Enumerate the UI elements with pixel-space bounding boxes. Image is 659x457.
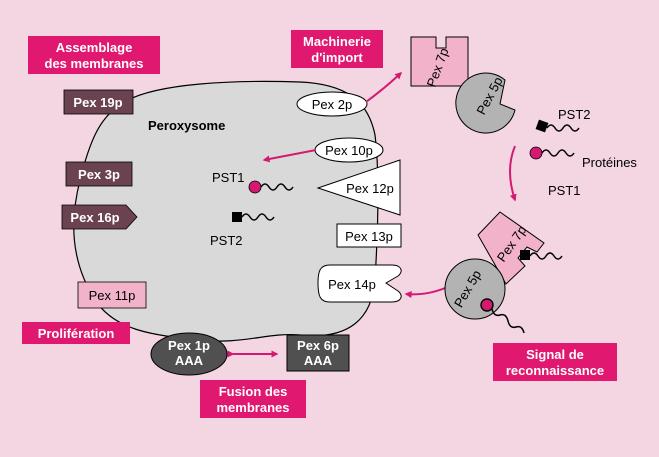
protein-chain-icon <box>241 213 275 221</box>
tag-pex16-label: Pex 16p <box>70 210 119 225</box>
protein-pex12: Pex 12p <box>316 159 401 216</box>
tag-pex19: Pex 19p <box>63 89 134 115</box>
pst1-circle-signal-icon <box>529 146 543 160</box>
label-machinerie-line1: Machinerie <box>303 34 371 49</box>
arrow-icon <box>509 145 517 202</box>
tag-pex3: Pex 3p <box>65 161 133 187</box>
pex1-line1: Pex 1p <box>168 338 210 353</box>
pex5-bottom: Pex 5p <box>444 258 506 320</box>
tag-pex19-label: Pex 19p <box>73 95 122 110</box>
label-signal: Signal de reconnaissance <box>493 343 617 381</box>
pst2-square-signal-icon <box>232 212 242 222</box>
pex6-line1: Pex 6p <box>297 338 339 353</box>
label-proliferation-text: Prolifération <box>38 326 115 341</box>
label-assemblage-line1: Assemblage <box>56 40 133 55</box>
arrow-icon <box>262 149 317 163</box>
label-signal-line1: Signal de <box>526 347 584 362</box>
pst1-label-cycle: PST1 <box>548 183 581 198</box>
pex6-line2: AAA <box>304 353 333 368</box>
label-proliferation: Prolifération <box>22 322 130 344</box>
pst2-label-inside: PST2 <box>210 233 243 248</box>
protein-pex12-label: Pex 12p <box>346 181 394 196</box>
pst2-square-signal-icon <box>520 250 530 260</box>
pst1-circle-signal-icon <box>248 180 262 194</box>
pst1-label-inside: PST1 <box>212 170 245 185</box>
protein-pex10-label: Pex 10p <box>325 143 373 158</box>
protein-pex13: Pex 13p <box>336 223 402 248</box>
tag-pex11-label: Pex 11p <box>89 288 136 303</box>
tag-pex16: Pex 16p <box>61 204 138 230</box>
label-fusion-line1: Fusion des <box>219 384 288 399</box>
pst2-square-signal-icon <box>535 119 549 133</box>
arrow-icon <box>404 285 451 298</box>
label-assemblage: Assemblage des membranes <box>28 36 160 74</box>
protein-pex14: Pex 14p <box>317 264 402 303</box>
pst2-label-cycle: PST2 <box>558 107 591 122</box>
protein-chain-icon <box>541 149 575 157</box>
pex1-line2: AAA <box>175 353 204 368</box>
protein-pex10: Pex 10p <box>314 137 384 163</box>
label-fusion-line2: membranes <box>217 400 290 415</box>
protein-chain-icon <box>529 252 563 260</box>
tag-pex3-label: Pex 3p <box>78 167 120 182</box>
pex7-top: Pex 7p <box>410 36 469 89</box>
protein-pex6-aaa: Pex 6p AAA <box>286 334 350 372</box>
protein-chain-icon <box>260 183 294 191</box>
protein-pex1-aaa: Pex 1p AAA <box>150 332 228 376</box>
label-fusion: Fusion des membranes <box>200 380 306 418</box>
protein-pex13-label: Pex 13p <box>345 229 393 244</box>
proteines-label: Protéines <box>582 155 637 170</box>
label-signal-line2: reconnaissance <box>506 363 604 378</box>
peroxysome-title: Peroxysome <box>148 118 225 133</box>
arrow-icon <box>365 72 403 103</box>
protein-pex14-label: Pex 14p <box>328 277 376 292</box>
pst1-circle-signal-icon <box>480 298 494 312</box>
protein-chain-icon <box>546 124 580 132</box>
label-assemblage-line2: des membranes <box>45 56 144 71</box>
protein-pex2-label: Pex 2p <box>312 97 352 112</box>
protein-chain-icon <box>491 308 525 334</box>
protein-pex2: Pex 2p <box>296 91 368 117</box>
label-machinerie-line2: d'import <box>311 50 363 65</box>
tag-pex11: Pex 11p <box>77 281 147 309</box>
label-machinerie: Machinerie d'import <box>291 30 383 68</box>
pex5-top: Pex 5p <box>455 72 516 134</box>
